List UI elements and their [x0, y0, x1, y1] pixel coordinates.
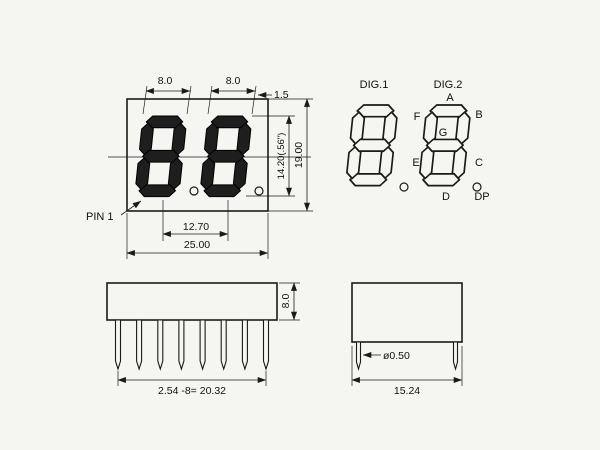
segment-b-label: B — [475, 109, 482, 121]
front-digit-1 — [133, 115, 188, 198]
end-view: ø0.50 15.24 — [351, 282, 463, 397]
segment-g-label: G — [439, 127, 448, 139]
dig1-label: DIG.1 — [360, 79, 389, 91]
front-view: 8.0 8.0 1.5 14.20(.56") 19.00 12.70 25.0… — [86, 75, 313, 259]
segment-e-label: E — [412, 157, 419, 169]
dig2-label: DIG.2 — [434, 79, 463, 91]
front-dp-1 — [189, 186, 199, 196]
dig1-digit — [344, 104, 400, 187]
front-digit-2 — [198, 115, 253, 198]
dim-digit1-width-label: 8.0 — [158, 75, 173, 87]
extension-line — [207, 85, 213, 115]
dim-digit-height-label: 14.20(.56") — [276, 133, 287, 180]
pin — [355, 341, 362, 372]
extension-line — [142, 85, 148, 115]
segment-d-label: D — [442, 191, 450, 203]
dim-package-height-label: 19.00 — [293, 142, 305, 168]
pin — [178, 319, 185, 371]
segment-a-label: A — [446, 92, 454, 104]
dim-body-height-label: 8.0 — [280, 294, 292, 309]
dim-top-gap-label: 1.5 — [274, 89, 289, 101]
dim-package-width-label: 25.00 — [184, 239, 210, 251]
pin — [199, 319, 206, 371]
segment-e — [419, 145, 435, 180]
segment-g — [425, 138, 465, 152]
pin — [114, 319, 122, 371]
pin — [262, 319, 270, 371]
front-dp-2 — [254, 186, 264, 196]
extension-line — [251, 85, 257, 115]
end-body-outline — [351, 282, 463, 343]
pin — [452, 341, 459, 372]
dim-digit-pitch-label: 12.70 — [183, 221, 209, 233]
pin1-leader-arrow — [120, 200, 142, 216]
pin1-label: PIN 1 — [86, 211, 114, 223]
pin — [241, 319, 248, 371]
side-view: 8.0 2.54 -8= 20.32 — [106, 282, 300, 397]
dim-pin-span-label: 2.54 -8= 20.32 — [158, 385, 226, 397]
dim-digit2-width-label: 8.0 — [226, 75, 241, 87]
segment-dp-label: DP — [474, 191, 489, 203]
dig2-dp — [472, 182, 482, 192]
segment-diagram: DIG.1 DIG.2 A F G B E C D DP — [344, 79, 490, 203]
segment-c-label: C — [475, 157, 483, 169]
dim-body-width-label: 15.24 — [394, 385, 420, 397]
segment-f-label: F — [414, 111, 421, 123]
dim-pin-diameter-label: ø0.50 — [383, 350, 410, 362]
pin — [136, 319, 143, 371]
pin — [220, 319, 227, 371]
extension-line — [186, 85, 192, 115]
pin — [157, 319, 164, 371]
package-outline — [126, 98, 269, 212]
dig2-digit — [419, 104, 471, 187]
dig1-dp — [399, 182, 409, 192]
side-body-outline — [106, 282, 278, 321]
